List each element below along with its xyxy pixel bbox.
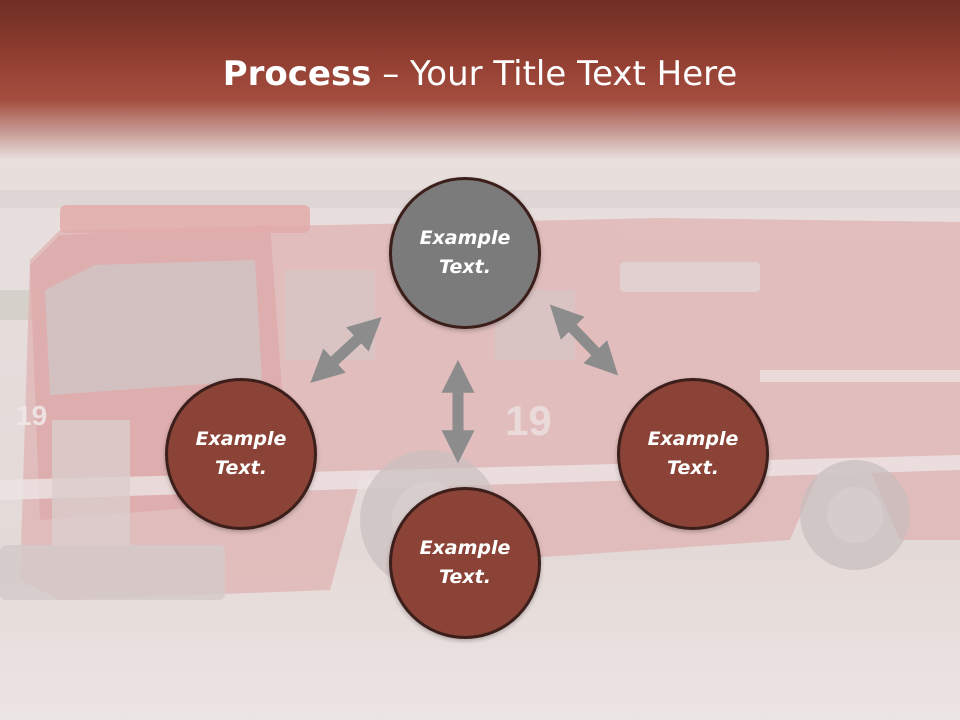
truck-number-left: 19 <box>16 400 47 431</box>
truck-number-door: 19 <box>505 397 552 444</box>
node-label: Example Text. <box>647 428 739 479</box>
title-bold-text: Process <box>222 54 372 94</box>
slide-title: Process – Your Title Text Here <box>0 52 960 96</box>
process-node-right: Example Text. <box>617 378 769 530</box>
node-label: Example Text. <box>419 227 511 278</box>
process-node-top: Example Text. <box>389 177 541 329</box>
arrow-top-left <box>310 317 382 383</box>
process-node-left: Example Text. <box>165 378 317 530</box>
title-rest-text: – Your Title Text Here <box>371 54 738 94</box>
title-band <box>0 0 960 160</box>
process-node-bottom: Example Text. <box>389 487 541 639</box>
node-label: Example Text. <box>195 428 287 479</box>
arrow-top-right <box>549 304 619 376</box>
node-label: Example Text. <box>419 537 511 588</box>
